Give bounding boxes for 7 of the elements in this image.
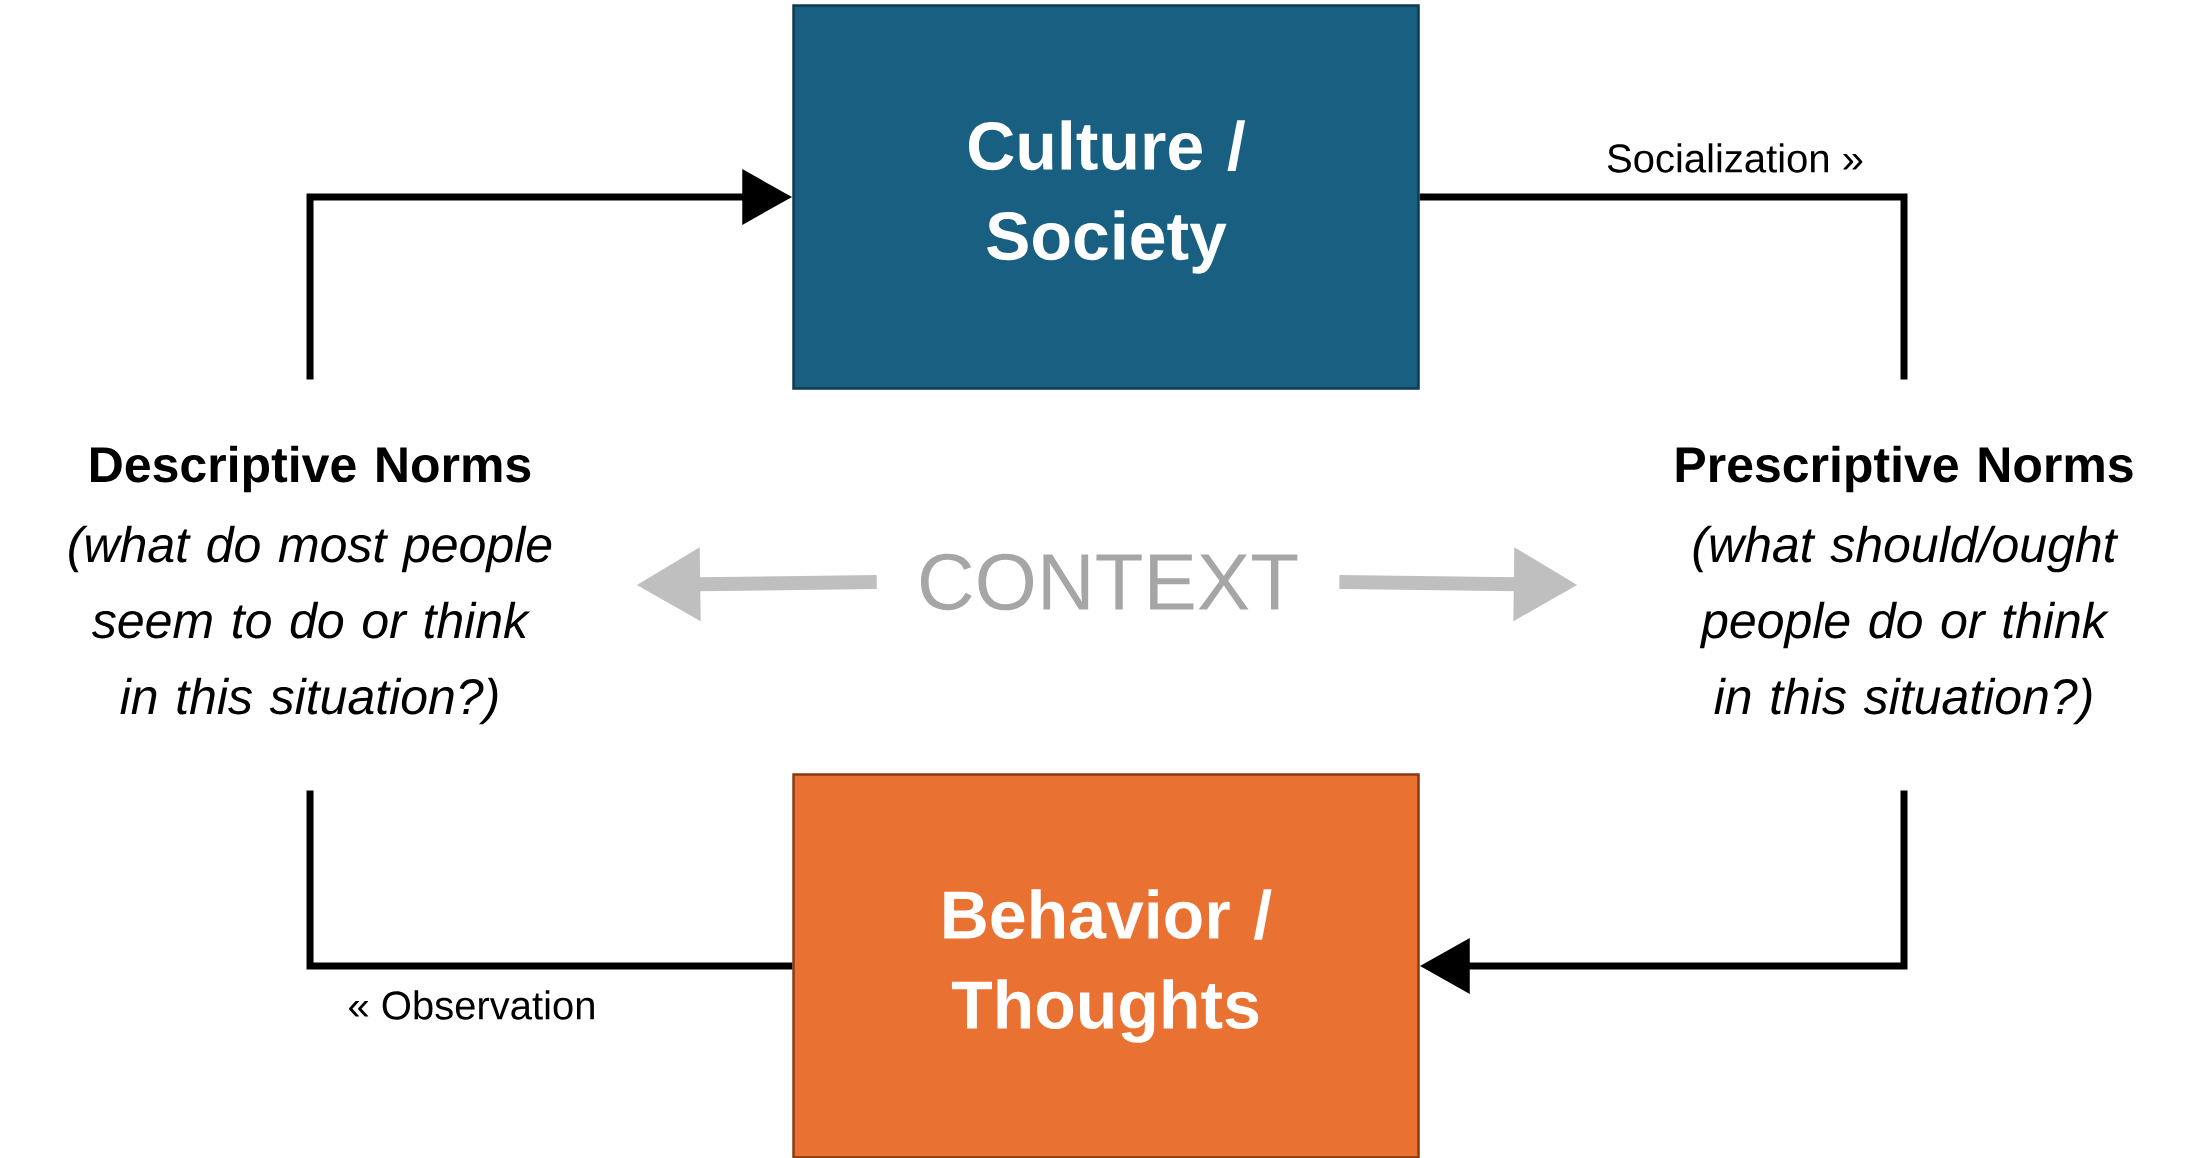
- context-label: CONTEXT: [920, 553, 1298, 611]
- edge-label: « Observation: [349, 990, 594, 1020]
- norm-text: Prescriptive Norms (what should/ought people do or think in this situation?): [1676, 445, 2133, 725]
- norm-text: Descriptive Norms (what do most people seem to do or think in this situation?): [69, 445, 552, 725]
- text-box: Culture / Society: [792, 4, 1420, 390]
- edge-label: Socialization »: [1607, 143, 1863, 173]
- text-box: Behavior / Thoughts: [792, 773, 1420, 1158]
